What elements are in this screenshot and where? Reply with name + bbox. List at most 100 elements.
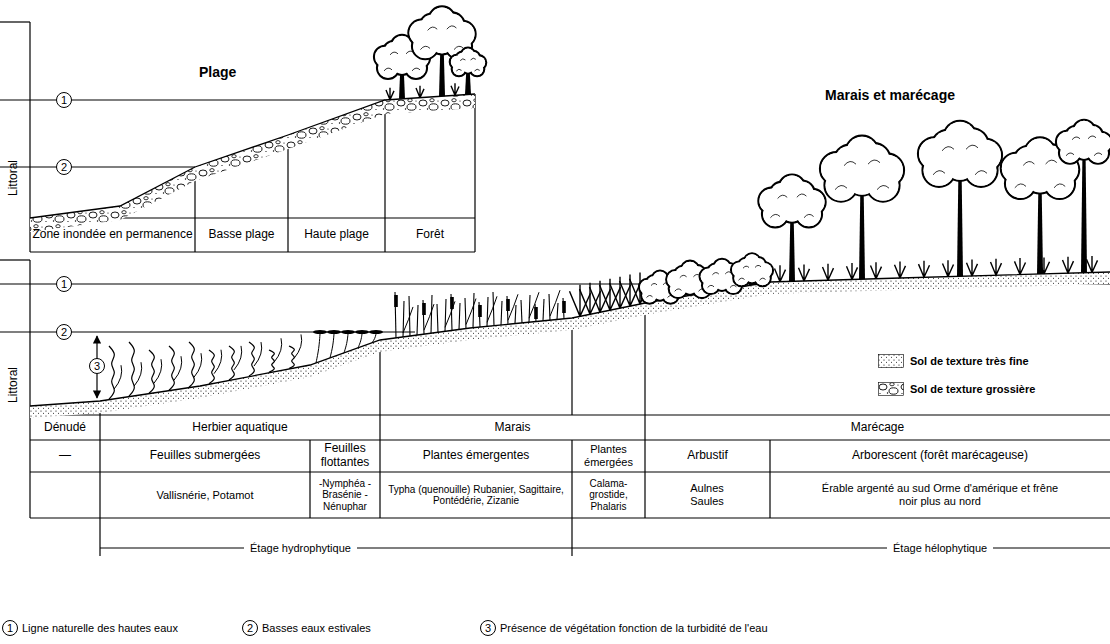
soil-sample xyxy=(879,355,904,368)
crown-fill xyxy=(970,140,1001,171)
grass-tuft xyxy=(1015,258,1026,275)
tree xyxy=(731,253,773,286)
crown-detail xyxy=(456,69,461,71)
crown-fill xyxy=(919,138,950,169)
crown-fill xyxy=(682,262,699,279)
crown-detail xyxy=(1072,137,1080,140)
grass-tuft xyxy=(451,83,459,95)
crown-fill xyxy=(451,56,463,68)
crown-fill xyxy=(945,122,976,153)
crown-detail xyxy=(739,278,745,280)
crown-fill xyxy=(640,280,655,295)
crown-detail xyxy=(770,214,780,217)
crown-detail xyxy=(1015,184,1026,188)
drawing-line xyxy=(30,439,1110,440)
footnote-text: Présence de végétation fonction de la tu… xyxy=(500,620,768,636)
reed xyxy=(473,293,474,328)
footnote-text: Ligne naturelle des hautes eaux xyxy=(22,620,178,636)
submerged-leaf xyxy=(254,342,262,366)
legend-item: Sol de texture grossière xyxy=(878,381,1035,397)
submerged-leaf xyxy=(274,338,282,362)
table-cell: Marécage xyxy=(645,415,1110,440)
submerged-leaf xyxy=(234,346,242,370)
crown-detail xyxy=(1066,153,1074,156)
cattail-head xyxy=(422,303,426,315)
reed xyxy=(417,305,418,335)
crown-detail xyxy=(933,171,945,175)
legend-swatch xyxy=(878,354,904,368)
reed xyxy=(521,300,522,323)
floating-leaf xyxy=(355,330,369,334)
grass-tuft xyxy=(895,262,906,279)
crown-detail xyxy=(804,214,814,217)
drawing-line xyxy=(30,414,1110,415)
table-cell: Érable argenté au sud Orme d'amérique et… xyxy=(815,472,1065,518)
floating-leaf xyxy=(313,330,327,334)
soil-sample xyxy=(879,383,904,396)
crown-fill xyxy=(847,137,878,168)
crown-detail xyxy=(708,285,714,287)
crown-detail xyxy=(877,186,889,190)
table-cell: Calama- grostide, Phalaris xyxy=(574,472,643,518)
cattail-head xyxy=(478,305,482,317)
crown-detail xyxy=(778,195,788,198)
table-cell: Plantes émergées xyxy=(572,440,645,472)
crown-detail xyxy=(797,194,807,197)
submerged-leaf xyxy=(294,334,302,358)
axis-label: Littoral xyxy=(6,350,22,420)
callout-number: 3 xyxy=(480,620,496,636)
callout-number: 2 xyxy=(242,620,258,636)
floating-leaf xyxy=(341,330,355,334)
submerged-plant xyxy=(109,346,114,399)
reed xyxy=(459,303,460,329)
grass-tuft xyxy=(1063,257,1074,274)
tree xyxy=(820,136,904,279)
crown-fill xyxy=(759,189,783,213)
reed xyxy=(493,292,494,326)
crown-detail xyxy=(651,284,657,286)
crown-detail xyxy=(712,273,718,275)
crown-fill xyxy=(1002,154,1031,183)
reed xyxy=(515,305,516,324)
grass-tuft xyxy=(967,259,978,276)
callout-number: 1 xyxy=(56,276,72,292)
zone-label: Étage hélophytique xyxy=(887,540,993,556)
reed-leaf xyxy=(487,296,497,322)
grass-tuft xyxy=(1039,257,1050,274)
drawing-line xyxy=(0,21,30,22)
table-cell: Aulnes Saules xyxy=(677,472,737,518)
tree xyxy=(758,175,825,282)
drawing-line xyxy=(99,518,100,556)
callout-number: 2 xyxy=(56,159,72,175)
drawing-line xyxy=(0,166,195,167)
tree xyxy=(1056,120,1110,273)
grass-tuft xyxy=(991,259,1002,276)
drawing-line xyxy=(571,518,572,556)
crown-detail xyxy=(760,278,766,280)
submerged-plant xyxy=(249,342,254,376)
drawing-line xyxy=(571,440,572,518)
section-heading: Marais et marécage xyxy=(825,87,955,103)
legend-swatch xyxy=(878,382,904,396)
table-cell: Plantes émergentes xyxy=(380,440,572,472)
soil-band xyxy=(30,272,1110,418)
tree xyxy=(918,121,1002,276)
grass-tuft xyxy=(919,261,930,278)
crown-fill xyxy=(667,271,684,288)
tree xyxy=(1001,137,1079,274)
table-cell: Zone inondée en permanence xyxy=(30,218,195,252)
crown-detail xyxy=(390,52,398,55)
table-cell: Haute plage xyxy=(288,218,385,252)
reed xyxy=(501,301,502,325)
reed-leaf xyxy=(508,294,518,320)
cattail-head xyxy=(394,295,398,307)
grass-tuft xyxy=(847,263,858,280)
crown-detail xyxy=(844,162,856,166)
submerged-plant xyxy=(269,350,274,372)
drawing-line xyxy=(29,260,30,518)
submerged-leaf xyxy=(194,353,202,377)
crown-detail xyxy=(447,26,457,29)
crown-detail xyxy=(475,69,480,71)
crown-detail xyxy=(1088,136,1096,139)
crown-fill xyxy=(714,260,730,276)
